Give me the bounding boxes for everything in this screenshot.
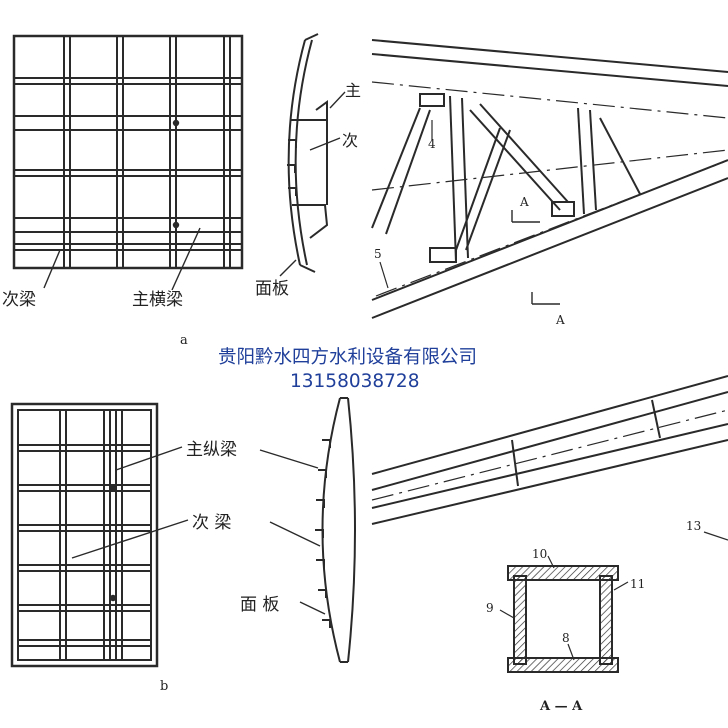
truss-number-4: 4 — [428, 137, 436, 151]
panel-b-gate-elevation — [10, 402, 321, 668]
label-secondary-a: 次 — [342, 131, 358, 150]
panel-a-side-profile — [279, 33, 346, 277]
label-secondary-beam-a: 次梁 — [2, 290, 36, 310]
caption-b: b — [160, 679, 168, 694]
section-number-10: 10 — [532, 547, 547, 561]
beam-elevation — [371, 375, 728, 525]
truss-number-5: 5 — [374, 247, 382, 261]
panel-a-gate-elevation — [12, 34, 244, 291]
panel-b-side-profile — [299, 397, 356, 663]
label-secondary-beam-b: 次 梁 — [192, 513, 231, 533]
label-main-a: 主 — [345, 81, 361, 100]
label-face-plate-a: 面板 — [255, 279, 289, 299]
section-mark-a-lower: A — [555, 313, 565, 327]
section-number-9: 9 — [486, 601, 494, 615]
label-face-plate-b: 面 板 — [240, 595, 279, 615]
section-number-13: 13 — [686, 519, 701, 533]
box-section-a-a — [499, 531, 728, 673]
section-mark-a-upper: A — [519, 195, 529, 209]
watermark-phone-number: 13158038728 — [290, 371, 420, 392]
section-number-8: 8 — [562, 631, 570, 645]
label-main-cross-beam: 主横梁 — [132, 290, 183, 310]
caption-a: a — [180, 333, 188, 348]
section-number-11: 11 — [630, 577, 645, 591]
truss-elevation — [371, 39, 728, 319]
label-main-long-beam: 主纵梁 — [186, 440, 237, 460]
watermark-company-name: 贵阳黔水四方水利设备有限公司 — [218, 347, 478, 368]
section-caption-a-a: A — A — [539, 699, 583, 714]
